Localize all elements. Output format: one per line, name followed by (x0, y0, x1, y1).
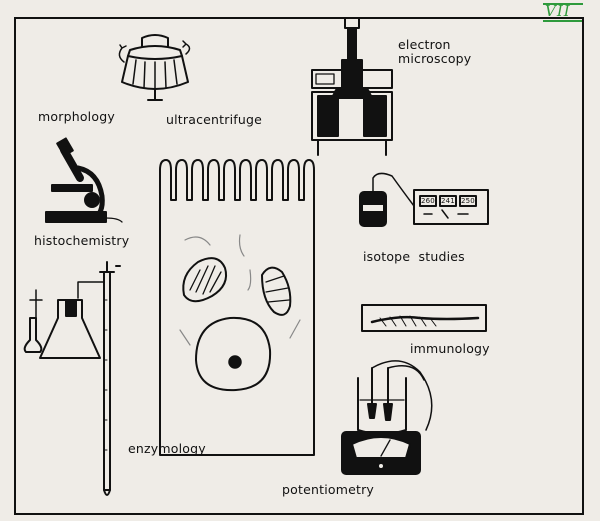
rotation-arrow-right (182, 40, 191, 55)
em-cabinet-left (317, 95, 339, 137)
cell-membrane-microvilli (159, 159, 315, 201)
label-isotope-studies: isotope studies (363, 249, 465, 264)
cell-body-outline (159, 199, 315, 456)
rotor-top (127, 45, 183, 60)
label-histochemistry: histochemistry (34, 233, 130, 248)
rotation-arrow-left (118, 44, 127, 63)
counter-readout-2: 241 (441, 197, 455, 205)
cell-faint-organelles (179, 234, 301, 346)
small-flask-tube (29, 289, 43, 319)
plate-number: VII (545, 2, 571, 20)
electrode-leads (371, 360, 433, 431)
light-microscope-illustration (45, 137, 123, 223)
microscope-cable (105, 217, 123, 223)
mitochondrion-right (261, 266, 292, 316)
label-microscopy: microscopy (398, 51, 472, 66)
rotor-slots (132, 59, 178, 91)
flask-liquid (65, 299, 77, 317)
counter-window-1 (419, 195, 437, 207)
electrode-tips (367, 403, 393, 421)
label-potentiometry: potentiometry (282, 482, 375, 497)
counter-window-2 (439, 195, 457, 207)
microscope-stage (51, 184, 93, 192)
small-flask (23, 317, 43, 353)
burette-graduations (103, 299, 108, 451)
counter-controls (423, 209, 469, 219)
immunology-slide-illustration (361, 304, 487, 332)
label-immunology: immunology (410, 341, 490, 356)
microscope-tube (60, 146, 84, 182)
electron-microscope-illustration (311, 17, 393, 156)
precipitin-shading (379, 315, 437, 327)
mitochondrion-left-cristae (189, 265, 222, 295)
microscope-focus-knob (84, 192, 100, 208)
flask (39, 299, 101, 359)
em-console-panel (315, 73, 335, 85)
meter-knob (377, 462, 385, 470)
em-column-flare (331, 89, 373, 99)
side-tube (77, 281, 105, 299)
label-enzymology: enzymology (128, 441, 206, 456)
mitochondrion-left (182, 257, 228, 303)
plate-number-underline (543, 20, 583, 22)
rotor-cap (141, 34, 169, 47)
em-column-top (344, 17, 360, 29)
rotor-spindle (147, 89, 163, 101)
precipitin-band (370, 315, 480, 324)
em-column (341, 27, 363, 91)
nucleolus (228, 355, 242, 369)
plate-number-overline (543, 3, 583, 5)
enzymology-apparatus-illustration (23, 261, 121, 496)
detector-canister-band (363, 205, 383, 211)
label-electron: electron (398, 37, 451, 52)
isotope-counter-illustration (359, 172, 489, 227)
ultracentrifuge-illustration (118, 34, 191, 101)
detector-cable (372, 172, 415, 207)
label-ultracentrifuge: ultracentrifuge (166, 112, 263, 127)
beaker (357, 377, 407, 435)
burette-stopcock (99, 261, 121, 273)
potentiometer-illustration (341, 360, 433, 475)
counter-box (413, 189, 489, 225)
em-console-legs (317, 139, 387, 156)
nucleus (195, 316, 272, 392)
microscope-base (45, 211, 107, 223)
label-morphology: morphology (38, 109, 115, 124)
burette-tip (103, 489, 111, 496)
plate-frame (14, 17, 584, 515)
em-cabinet-right (363, 95, 387, 137)
burette (103, 271, 111, 491)
meter-needle (380, 439, 391, 457)
meter-face (351, 436, 411, 459)
mitochondrion-right-cristae (265, 275, 290, 303)
counter-readout-1: 260 (421, 197, 435, 205)
epithelial-cell (159, 159, 315, 456)
counter-window-3 (459, 195, 477, 207)
slide (361, 304, 487, 332)
counter-readout-3: 250 (461, 197, 475, 205)
